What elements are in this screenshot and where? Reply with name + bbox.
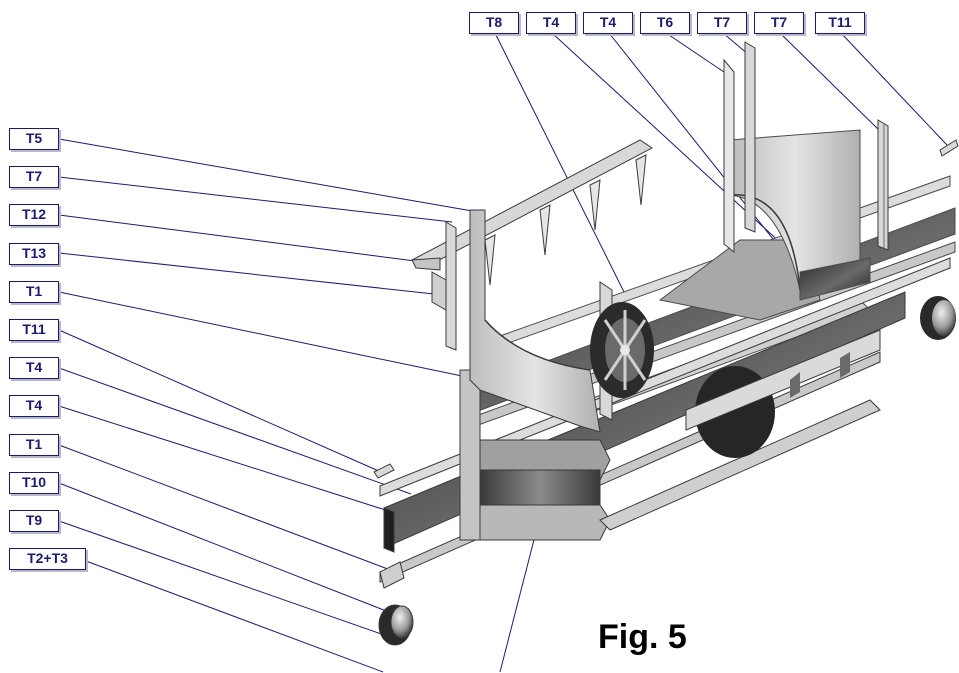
part-label-left-11: T2+T3 — [9, 548, 86, 571]
center-axle-plate — [685, 329, 881, 431]
tray-tooth-1 — [484, 234, 496, 286]
leader-line-left-9 — [58, 482, 395, 615]
part-label-left-10: T9 — [9, 510, 59, 532]
underframe-lower-plate — [479, 504, 611, 541]
t10-cap — [390, 605, 414, 639]
center-bracket-teeth-2 — [840, 352, 850, 378]
right-vertical-posts — [723, 41, 889, 254]
part-label-left-7: T4 — [9, 395, 59, 418]
left-post-t13 — [431, 271, 447, 311]
leader-line-top-1 — [551, 32, 798, 259]
leader-line-left-4 — [58, 291, 463, 377]
leader-line-left-5 — [58, 329, 382, 473]
part-label-left-9: T10 — [9, 471, 59, 494]
center-bracket-teeth — [790, 372, 800, 398]
part-label-left-2: T12 — [9, 204, 59, 227]
part-label-left-8: T1 — [9, 433, 59, 456]
leader-line-left-10 — [58, 520, 388, 637]
part-label-left-5: T11 — [9, 319, 59, 341]
center-beam — [479, 469, 601, 506]
t11-clip-top — [939, 139, 959, 157]
leader-line-top-3 — [665, 32, 725, 73]
part-label-top-5: T7 — [754, 12, 804, 34]
right-tire-face — [932, 300, 956, 336]
leader-line-left-6 — [58, 367, 412, 495]
post-t7-b — [877, 119, 889, 251]
underframe — [459, 369, 881, 541]
leader-line-left-11 — [85, 560, 384, 673]
leader-line-left-2 — [58, 214, 424, 263]
leader-line-left-0 — [58, 138, 479, 213]
part-label-left-6: T4 — [9, 357, 59, 380]
small-parts — [373, 463, 414, 646]
tray-tooth-2 — [539, 204, 551, 256]
right-back-plate — [729, 129, 871, 301]
leader-line-top-2 — [608, 32, 805, 279]
part-label-top-1: T4 — [526, 12, 576, 34]
part-label-top-6: T11 — [815, 12, 865, 34]
front-beam-flange — [383, 507, 395, 553]
leader-line-top-0 — [494, 32, 629, 301]
t12-bracket — [411, 257, 441, 271]
t1-plate-left — [379, 561, 405, 589]
center-wheel — [685, 329, 881, 458]
leader-line-left-8 — [58, 444, 402, 575]
part-label-left-1: T7 — [9, 166, 59, 189]
part-label-top-4: T7 — [697, 12, 747, 34]
front-top-rail — [379, 257, 951, 497]
t11-clip-left — [373, 463, 395, 479]
right-wheel — [920, 139, 959, 340]
tray-tooth-4 — [635, 154, 647, 206]
leader-lines — [58, 32, 948, 673]
leader-line-left-7 — [58, 405, 402, 516]
leader-line-top-6 — [840, 32, 948, 146]
hub-center — [620, 345, 630, 355]
figure-caption: Fig. 5 — [598, 618, 687, 656]
part-label-left-4: T1 — [9, 280, 59, 303]
leader-line-left-3 — [58, 252, 435, 295]
post-t7-a — [744, 41, 756, 233]
back-plate-foot — [799, 257, 871, 301]
left-post-t7 — [445, 221, 457, 351]
part-label-top-0: T8 — [469, 12, 519, 34]
leader-line-left-1 — [58, 176, 453, 223]
tray-tooth-3 — [589, 179, 601, 231]
underframe-side-left — [459, 369, 481, 541]
underframe-diagonal — [599, 399, 881, 531]
part-label-top-3: T6 — [640, 12, 690, 34]
part-label-top-2: T4 — [583, 12, 633, 34]
part-label-left-0: T5 — [9, 128, 59, 150]
leader-line-top-5 — [779, 32, 882, 133]
left-wheel-hub — [590, 302, 654, 398]
back-plate-curve — [729, 194, 801, 291]
post-t6 — [723, 58, 735, 254]
left-cradle-curve — [484, 319, 591, 371]
part-label-left-3: T13 — [9, 242, 59, 265]
